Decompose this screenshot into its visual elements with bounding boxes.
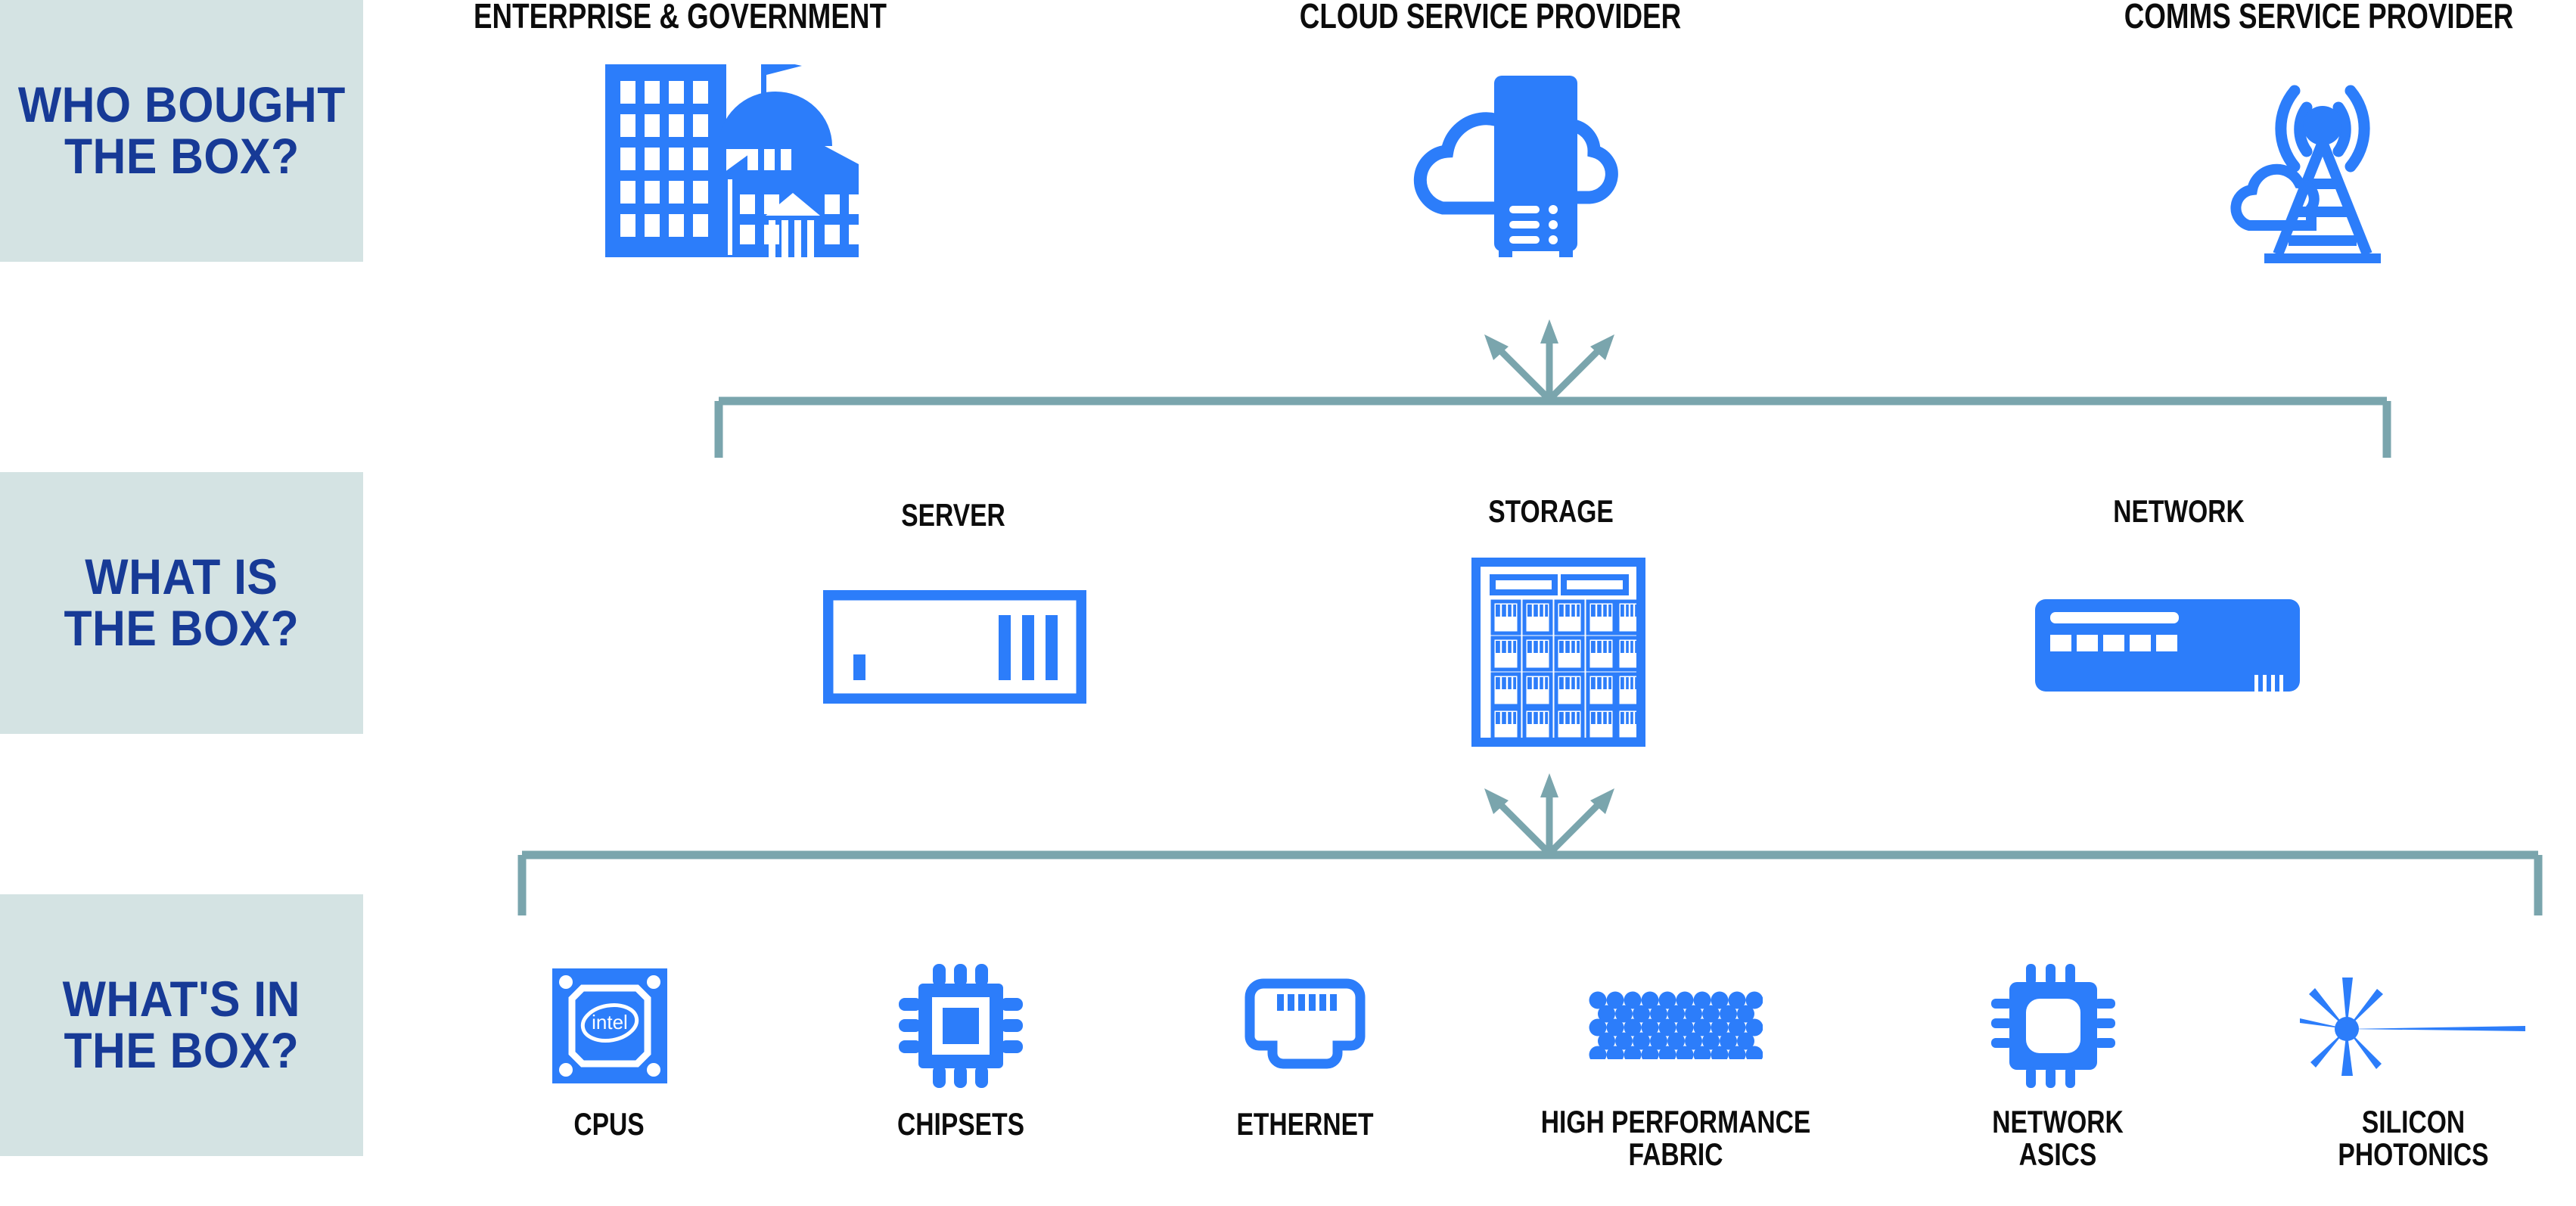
label-server: SERVER [901,497,1005,533]
label-line-2: ASICS [2018,1136,2097,1172]
intel-logo-text: intel [592,1011,628,1033]
cloud-server-icon [1396,68,1668,261]
question-panel-whats-in-the-box-text: WHAT'S IN THE BOX? [62,971,301,1078]
question-panel-whats-in-the-box: WHAT'S IN THE BOX? [0,894,363,1156]
network-switch-icon [2035,599,2300,701]
label-high-performance-fabric: HIGH PERFORMANCE FABRIC [1524,1104,1827,1172]
label-cpus: CPUS [573,1106,645,1142]
fabric-mesh-icon [1589,991,1763,1064]
label-line-1: SILICON [2361,1104,2466,1139]
label-storage: STORAGE [1488,493,1614,529]
label-silicon-photonics: SILICON PHOTONICS [2286,1104,2540,1172]
intel-cpu-chip-icon: intel [552,968,667,1087]
label-network-asics: NETWORK ASICS [1937,1104,2179,1172]
what-to-inside-connector [484,772,2576,927]
label-network: NETWORK [2113,493,2245,529]
question-line-2: THE BOX? [64,1022,300,1078]
cell-tower-cloud-icon [2228,74,2417,267]
label-line-2: FABRIC [1628,1136,1723,1172]
storage-array-icon [1470,556,1647,751]
label-line-1: HIGH PERFORMANCE [1540,1104,1811,1139]
label-ethernet: ETHERNET [1236,1106,1374,1142]
question-line-2: THE BOX? [64,600,300,656]
label-comms-service-provider: COMMS SERVICE PROVIDER [2124,0,2514,36]
rack-server-icon [819,586,1091,708]
question-panel-who-bought-the-box-text: WHO BOUGHT THE BOX? [18,79,346,182]
chipset-icon [897,962,1024,1093]
label-enterprise-government: ENTERPRISE & GOVERNMENT [474,0,887,36]
question-line-1: WHAT'S IN [62,971,301,1027]
label-line-2: PHOTONICS [2338,1136,2489,1172]
question-panel-what-is-the-box: WHAT IS THE BOX? [0,472,363,734]
question-panel-who-bought-the-box: WHO BOUGHT THE BOX? [0,0,363,262]
label-chipsets: CHIPSETS [896,1106,1025,1142]
arrow-group [1484,319,1614,403]
label-line-1: NETWORK [1992,1104,2124,1139]
question-line-1: WHO BOUGHT [17,76,346,133]
label-cloud-service-provider: CLOUD SERVICE PROVIDER [1299,0,1682,36]
ethernet-rj45-port-icon [1241,974,1369,1080]
enterprise-government-buildings-icon [598,58,881,269]
question-panel-what-is-the-box-text: WHAT IS THE BOX? [64,549,300,656]
network-asic-chip-icon [1990,962,2117,1093]
question-line-1: WHAT IS [85,549,278,605]
silicon-photonics-laser-icon [2300,976,2527,1082]
who-to-what-connector [681,318,2428,473]
intel-logo-badge: intel [580,1003,639,1043]
question-line-2: THE BOX? [64,128,300,184]
